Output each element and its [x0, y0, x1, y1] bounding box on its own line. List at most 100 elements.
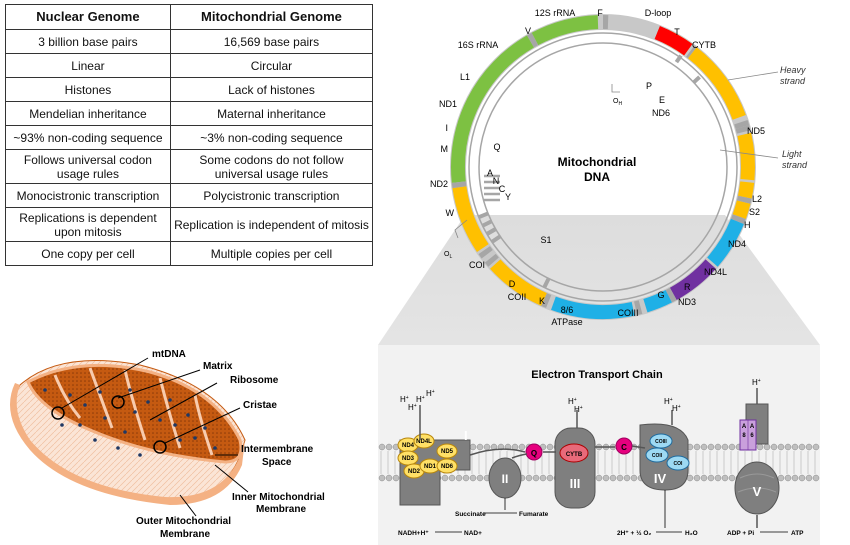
gene-label-k: K — [539, 296, 545, 306]
table-cell: 16,569 base pairs — [169, 29, 374, 54]
proton-i-4: H+ — [426, 389, 435, 398]
gene-label-coi: COI — [469, 260, 485, 270]
ol-label: OL — [444, 251, 452, 260]
membrane-lipid-head — [532, 474, 540, 482]
membrane-lipid-head — [385, 474, 393, 482]
succinate-label: Succinate — [455, 511, 486, 518]
membrane-lipid-head — [707, 443, 715, 451]
membrane-lipid-head — [441, 474, 449, 482]
ribosome-dot — [60, 423, 64, 427]
membrane-lipid-head — [777, 443, 785, 451]
gene-label-atp2: ATPase — [551, 317, 582, 327]
complex-i-subunit-label: ND4L — [416, 439, 432, 445]
table-cell: ~93% non-coding sequence — [5, 125, 171, 150]
complex-ii: II — [488, 457, 522, 499]
membrane-lipid-head — [756, 443, 764, 451]
complex-i-subunit-label: ND4 — [402, 443, 415, 449]
complex-i-subunit-label: ND1 — [424, 464, 437, 470]
gene-label-e: E — [659, 95, 665, 105]
inner-trna-mark — [481, 219, 493, 228]
proton-iii-1: H+ — [568, 397, 577, 406]
membrane-lipid-head — [728, 474, 736, 482]
membrane-lipid-head — [721, 474, 729, 482]
gene-trna — [734, 120, 750, 129]
gene-label-nd4l: ND4L — [704, 267, 727, 277]
gene-label-atp1: 8/6 — [561, 305, 574, 315]
ribosome-dot — [138, 453, 142, 457]
gene-label-nd5: ND5 — [747, 126, 765, 136]
gene-trna — [484, 253, 499, 267]
mitochondrial-genome: Mitochondrial DNA Heavy strand Light str… — [430, 8, 808, 327]
ribosome-dot — [78, 423, 82, 427]
gene-label-dloop: D-loop — [645, 8, 672, 18]
water-label: H₂O — [685, 530, 698, 537]
ribosome-dot — [103, 416, 107, 420]
gene-label-c: C — [499, 184, 506, 194]
inner-trna-mark — [485, 227, 497, 236]
complex-i-subunit-label: ND6 — [441, 464, 454, 470]
label-space: Space — [262, 457, 292, 468]
ribosome-dot — [68, 393, 72, 397]
gene-label-s1: S1 — [540, 235, 551, 245]
membrane-lipid-head — [784, 443, 792, 451]
membrane-lipid-head — [707, 474, 715, 482]
inner-trna-mark — [542, 277, 551, 289]
column-header: Nuclear Genome — [5, 4, 171, 30]
complex-i-subunit — [413, 433, 435, 449]
complex-iii: CYTB III — [554, 427, 596, 509]
proton-iii-2: H+ — [574, 405, 583, 414]
fumarate-label: Fumarate — [519, 511, 549, 518]
light-strand-label-1: Light — [782, 149, 802, 159]
table-cell: Polycistronic transcription — [169, 183, 374, 208]
adp-label: ADP + Pi — [727, 530, 754, 537]
membrane-lipid-head — [476, 474, 484, 482]
membrane-lipid-head — [546, 474, 554, 482]
membrane-lipid-head — [616, 474, 624, 482]
complex-i-subunit-label: ND2 — [408, 469, 421, 475]
table-cell: Mendelian inheritance — [5, 101, 171, 126]
label-cristae: Cristae — [243, 400, 277, 411]
complex-v: A 8 A 6 V — [734, 403, 780, 515]
ribosome-dot — [213, 446, 217, 450]
ribosome-dot — [128, 388, 132, 392]
membrane-lipid-head — [630, 474, 638, 482]
membrane-lipid-head — [483, 443, 491, 451]
membrane-lipid-head — [700, 443, 708, 451]
heavy-strand-label-2: strand — [780, 76, 806, 86]
table-cell: Histones — [5, 77, 171, 102]
gene-label-f: F — [597, 8, 603, 18]
membrane-lipid-head — [392, 474, 400, 482]
membrane-lipid-head — [469, 474, 477, 482]
membrane-lipid-head — [812, 474, 820, 482]
table-cell: Linear — [5, 53, 171, 78]
complex-i-subunit — [436, 458, 458, 474]
gene-12s-rrna — [531, 15, 599, 46]
complex-i-subunit-label: ND3 — [402, 456, 415, 462]
gene-trna — [634, 300, 643, 316]
label-ribosome: Ribosome — [230, 375, 279, 386]
gene-trna — [527, 32, 539, 48]
gene-trna — [541, 293, 552, 308]
nadh-label: NADH+H⁺ — [398, 530, 429, 537]
membrane-lipid-head — [602, 474, 610, 482]
table-cell: 3 billion base pairs — [5, 29, 171, 54]
table-cell: Lack of histones — [169, 77, 374, 102]
gene-label-a: A — [487, 168, 493, 178]
membrane-lipid-head — [721, 443, 729, 451]
table-cell: Multiple copies per cell — [169, 241, 374, 266]
membrane-lipid-head — [791, 474, 799, 482]
table-cell: Some codons do not follow universal usag… — [169, 149, 374, 184]
mtdna-circle-3 — [153, 440, 167, 454]
table-cell: ~3% non-coding sequence — [169, 125, 374, 150]
ribosome-dot — [168, 398, 172, 402]
gene-nd1 — [452, 186, 489, 252]
gene-label-g: G — [657, 290, 664, 300]
membrane-lipid-head — [378, 443, 386, 451]
gene-label-r: R — [684, 282, 691, 292]
gene-label-nd3: ND3 — [678, 297, 696, 307]
